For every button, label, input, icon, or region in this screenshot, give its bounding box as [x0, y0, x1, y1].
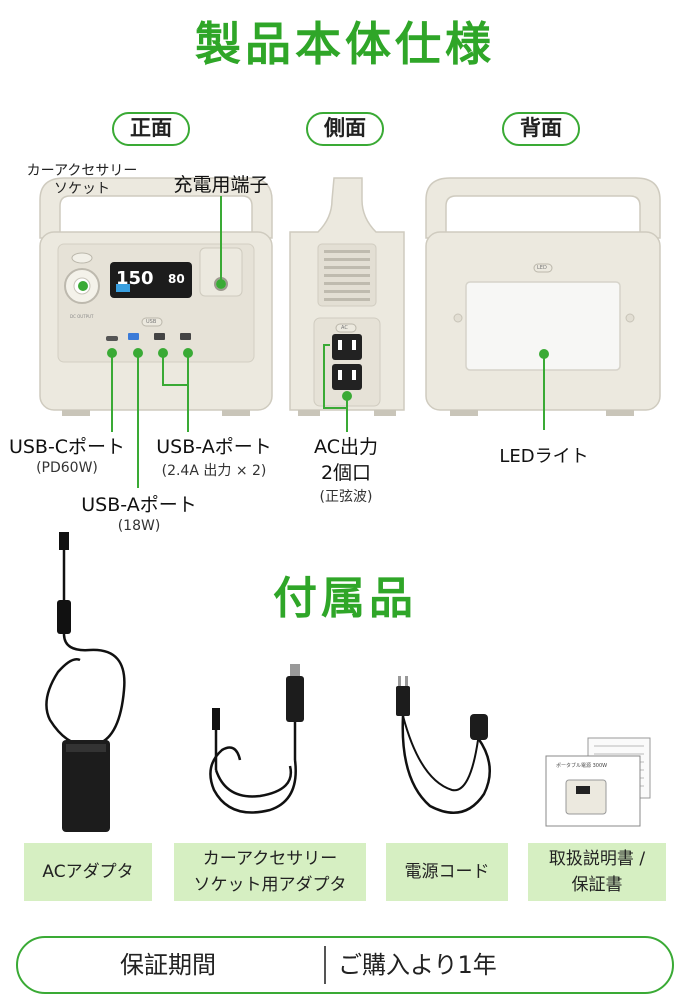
accessories-title: 付属品	[273, 573, 417, 624]
usba-single-label: USB-Aポート	[81, 494, 197, 516]
led-light-label: LEDライト	[499, 446, 589, 467]
usba-single-spec: (18W)	[117, 518, 161, 534]
usbc-label: USB-Cポート	[8, 436, 126, 458]
usbc-spec: (PD60W)	[36, 460, 98, 476]
power-cord-image	[396, 676, 491, 814]
ac-adapter-image	[45, 532, 126, 832]
charge-port-label: 充電用端子	[173, 174, 269, 196]
accessory-label-car-socket-adapter: カーアクセサリー ソケット用アダプタ	[174, 843, 366, 901]
accessory-label-manual: 取扱説明書 / 保証書	[528, 843, 666, 901]
display-sub: 80	[168, 272, 185, 286]
car-socket-adapter-image	[209, 664, 304, 814]
ac-out-label: AC出力	[314, 436, 378, 458]
ac-tag: AC	[341, 325, 348, 331]
ac-wave-label: (正弦波)	[319, 489, 373, 505]
warranty-divider	[324, 946, 326, 984]
display-number: 150	[116, 268, 154, 289]
manual-image	[545, 737, 651, 827]
usba-pair-spec: (2.4A 出力 × 2)	[161, 463, 267, 479]
usba-pair-label: USB-Aポート	[156, 436, 272, 458]
usb-tag: USB	[146, 319, 157, 325]
manual-mini-title: ポータブル電源 300W	[556, 763, 608, 769]
spec-title: 製品本体仕様	[195, 17, 495, 71]
accessory-label-power-cord: 電源コード	[386, 843, 508, 901]
power-station-front-image: DC OUTPUT	[39, 177, 273, 488]
warranty-value: ご購入より1年	[338, 951, 497, 979]
car-socket-label: カーアクセサリー ソケット	[26, 163, 138, 197]
warranty-box: 保証期間 ご購入より1年	[16, 936, 674, 994]
led-tag: LED	[537, 265, 547, 271]
view-pill-side: 側面	[306, 112, 384, 146]
accessory-label-ac-adapter: ACアダプタ	[24, 843, 152, 901]
view-pill-back: 背面	[502, 112, 580, 146]
power-station-back-image	[425, 177, 661, 430]
ac-count-label: 2個口	[320, 462, 372, 484]
svg-text:DC OUTPUT: DC OUTPUT	[70, 314, 94, 319]
power-station-side-image	[289, 177, 405, 432]
view-pill-front: 正面	[112, 112, 190, 146]
warranty-label: 保証期間	[120, 951, 216, 979]
